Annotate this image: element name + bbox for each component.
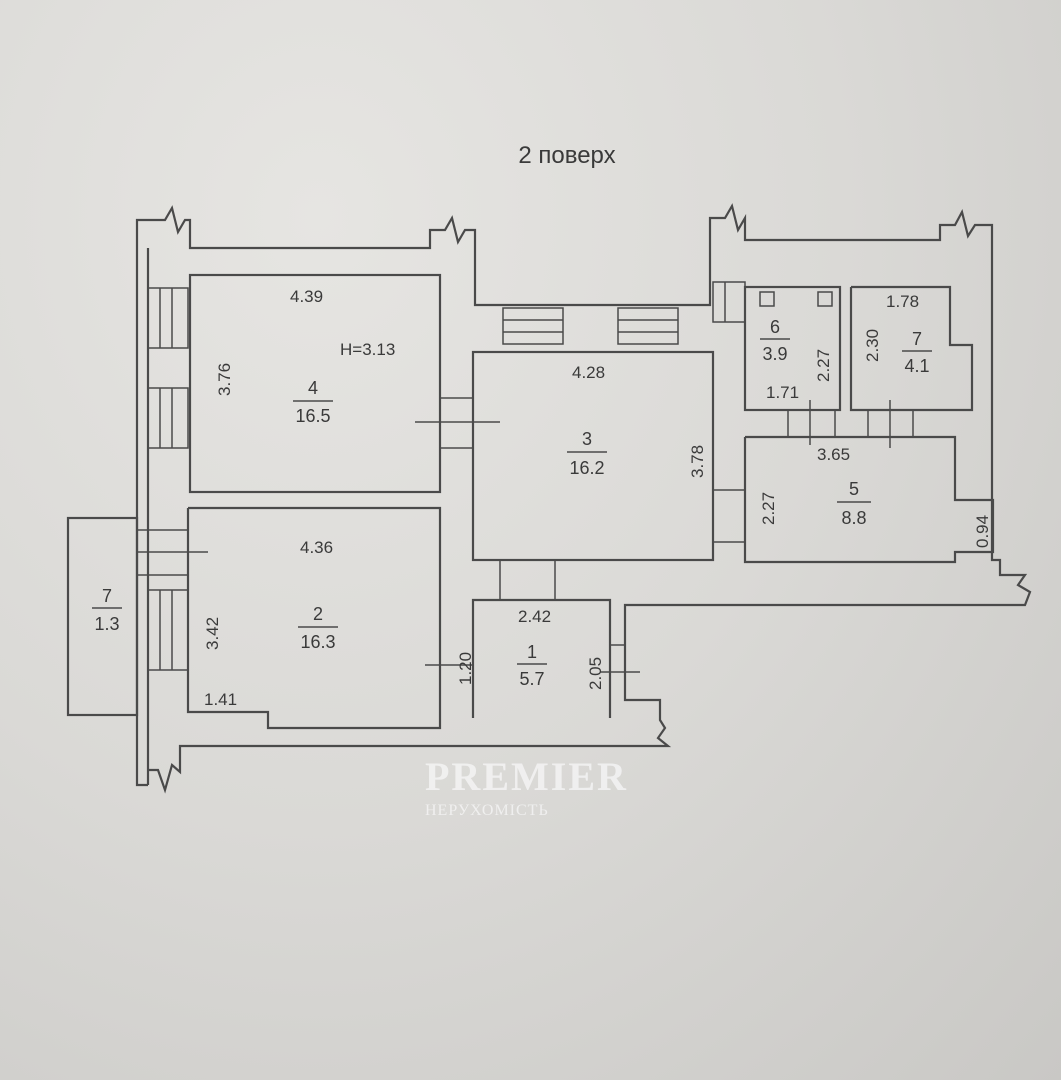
room-4-area: 16.5: [295, 406, 330, 426]
stove-icon: [759, 291, 775, 307]
room-5-area: 8.8: [841, 508, 866, 528]
room-7: [849, 285, 974, 412]
floor-title: 2 поверх: [518, 142, 615, 169]
room-5: [743, 435, 995, 564]
svg-text:НЕРУХОМІСТЬ: НЕРУХОМІСТЬ: [425, 802, 549, 819]
room-6-number: 6: [770, 317, 780, 337]
room-7-area: 4.1: [904, 356, 929, 376]
room-7-length: 2.30: [863, 329, 882, 362]
room-2-length: 3.42: [203, 617, 222, 650]
room-1-width: 2.42: [518, 607, 551, 626]
room-3-width: 4.28: [572, 363, 605, 382]
room-2-area: 16.3: [300, 632, 335, 652]
svg-text:PREMIER: PREMIER: [425, 754, 628, 799]
room-1-area: 5.7: [519, 669, 544, 689]
balcony-number: 7: [102, 586, 112, 606]
room-1-a: 1.20: [456, 652, 475, 685]
room-3-area: 16.2: [569, 458, 604, 478]
room-2-number: 2: [313, 604, 323, 624]
room-4-length: 3.76: [215, 363, 234, 396]
room-5-width: 3.65: [817, 445, 850, 464]
balcony-area: 1.3: [94, 614, 119, 634]
room-4-number: 4: [308, 378, 318, 398]
room-6-area: 3.9: [762, 344, 787, 364]
room-2: [186, 506, 442, 730]
room-6-length: 2.27: [814, 349, 833, 382]
ceiling-height: H=3.13: [340, 340, 395, 359]
premier-watermark-logo: PREMIER НЕРУХОМІСТЬ: [425, 754, 628, 819]
room-3-number: 3: [582, 429, 592, 449]
sink-icon: [817, 291, 833, 307]
room-2-step: 1.41: [204, 690, 237, 709]
room-7-number: 7: [912, 329, 922, 349]
room-3: [471, 350, 715, 562]
rooms: [66, 273, 995, 730]
room-1: [471, 598, 612, 718]
room-5-niche: 0.94: [973, 515, 992, 548]
room-5-number: 5: [849, 479, 859, 499]
room-7-balcony: [66, 516, 139, 717]
room-6-width: 1.71: [766, 383, 799, 402]
room-3-length: 3.78: [688, 445, 707, 478]
room-6: [743, 285, 842, 412]
room-5-length: 2.27: [759, 492, 778, 525]
room-7-width: 1.78: [886, 292, 919, 311]
room-4: [188, 273, 442, 494]
room-4-width: 4.39: [290, 287, 323, 306]
room-2-width: 4.36: [300, 538, 333, 557]
room-1-b: 2.05: [586, 657, 605, 690]
room-1-number: 1: [527, 642, 537, 662]
